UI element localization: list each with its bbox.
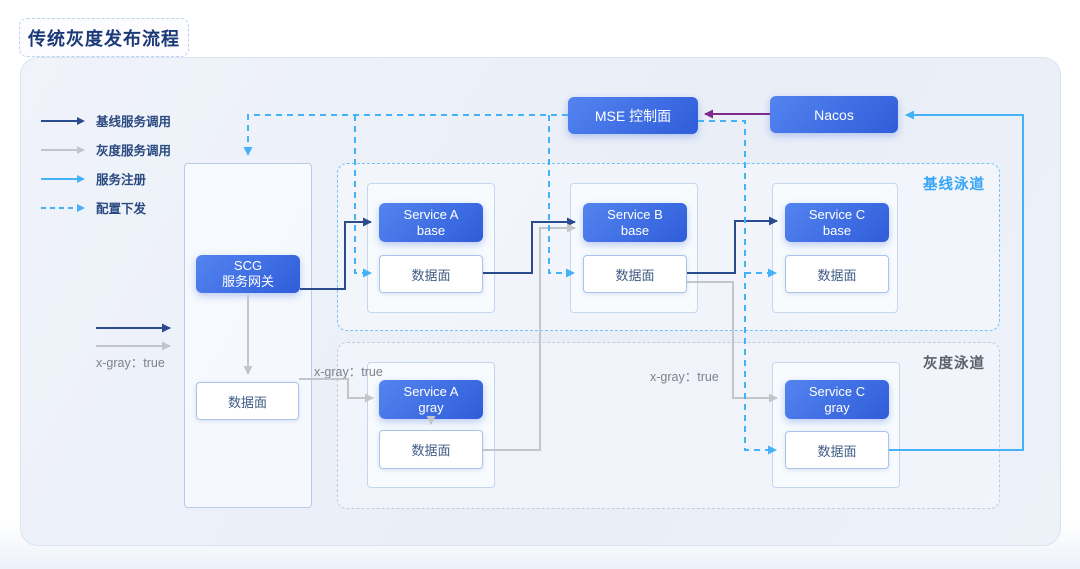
scg-gateway-name-cn: 服务网关 [221, 274, 274, 289]
x-gray-annotation-entry: x-gray：true [96, 356, 165, 370]
x-gray-annotation-lane-c: x-gray：true [650, 370, 719, 384]
data-plane-label: 数据面 [411, 267, 451, 283]
service-a-gray-node: Service A gray [379, 380, 483, 419]
service-name: Service A [403, 206, 459, 222]
service-c-gray-data-plane: 数据面 [785, 431, 889, 469]
service-variant: base [416, 222, 446, 238]
data-plane-label: 数据面 [411, 443, 451, 458]
legend-item-baseline-call: 基线服务调用 [40, 106, 210, 135]
gray-call-arrow-icon [41, 145, 85, 154]
service-c-base-node: Service C base [785, 203, 889, 242]
config-push-dashed-arrow-icon [41, 203, 85, 212]
baseline-swimlane-label: 基线泳道 [923, 177, 985, 193]
data-plane-label: 数据面 [817, 267, 857, 283]
x-gray-annotation-lane-a: x-gray：true [314, 365, 383, 379]
service-c-gray-node: Service C gray [785, 380, 889, 419]
legend-item-service-register: 服务注册 [40, 164, 210, 193]
service-c-base-data-plane: 数据面 [785, 255, 889, 293]
service-variant: base [822, 222, 852, 238]
baseline-call-arrow-icon [41, 116, 85, 125]
service-a-base-data-plane: 数据面 [379, 255, 483, 293]
service-a-base-node: Service A base [379, 203, 483, 242]
data-plane-label: 数据面 [817, 443, 857, 459]
service-variant: gray [418, 399, 444, 415]
service-variant: base [620, 222, 650, 238]
scg-gateway-name: SCG [233, 258, 263, 273]
legend: 基线服务调用 灰度服务调用 服务注册 配置下发 [40, 106, 210, 222]
scg-gateway-node: SCG 服务网关 [196, 255, 300, 293]
diagram-title: 传统灰度发布流程 [28, 28, 180, 49]
legend-item-config-push: 配置下发 [40, 193, 210, 222]
service-name: Service C [808, 206, 866, 222]
diagram-title-box: 传统灰度发布流程 [19, 18, 189, 57]
scg-data-plane: 数据面 [196, 382, 299, 420]
scg-gateway-container [184, 163, 312, 508]
legend-item-gray-call: 灰度服务调用 [40, 135, 210, 164]
nacos-node: Nacos [770, 96, 898, 133]
mse-control-plane-node: MSE 控制面 [568, 97, 698, 134]
service-name: Service C [808, 383, 866, 399]
legend-label: 基线服务调用 [96, 115, 172, 129]
nacos-label: Nacos [814, 106, 854, 123]
service-name: Service B [607, 206, 663, 222]
service-variant: gray [824, 399, 850, 415]
service-a-gray-data-plane: 数据面 [379, 430, 483, 469]
scg-data-plane-label: 数据面 [227, 394, 267, 410]
service-b-base-data-plane: 数据面 [583, 255, 687, 293]
legend-label: 服务注册 [96, 173, 147, 187]
service-register-arrow-icon [41, 174, 85, 183]
service-name: Service A [403, 383, 459, 399]
gray-swimlane-label: 灰度泳道 [923, 356, 985, 372]
service-b-base-node: Service B base [583, 203, 687, 242]
legend-label: 灰度服务调用 [96, 144, 172, 158]
legend-label: 配置下发 [96, 202, 147, 216]
data-plane-label: 数据面 [615, 267, 655, 283]
mse-control-plane-label: MSE 控制面 [594, 107, 672, 124]
